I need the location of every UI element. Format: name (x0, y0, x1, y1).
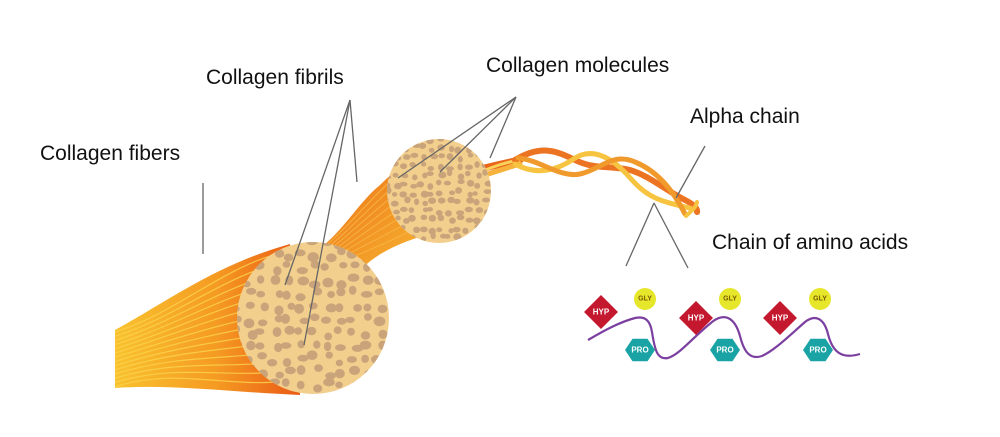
leader-lines (202, 96, 706, 346)
label-chain-of-amino-acids: Chain of amino acids (712, 231, 909, 254)
hyp-label: HYP (593, 308, 610, 317)
leader-fibrils-3 (349, 99, 358, 183)
label-collagen-fibers: Collagen fibers (40, 142, 181, 165)
leader-molecules-1 (397, 96, 517, 179)
amino-backbone (587, 316, 861, 360)
pro-label: PRO (716, 346, 733, 355)
leader-fibrils-1 (284, 99, 351, 286)
label-collagen-molecules: Collagen molecules (486, 54, 670, 77)
gly-circle (634, 288, 656, 310)
hyp-diamond (679, 301, 713, 335)
label-alpha-chain: Alpha chain (690, 105, 800, 128)
gly-label: GLY (638, 296, 652, 303)
amino-acid-triplet: HYP GLY PRO (763, 288, 833, 362)
amino-acid-triplet: HYP GLY PRO (584, 288, 656, 362)
leader-alpha (675, 145, 706, 199)
leader-amino-2 (653, 202, 689, 269)
hyp-diamond (584, 295, 618, 329)
gly-label: GLY (813, 296, 827, 303)
amino-acid-chain: HYP GLY PRO HYP GLY PRO HYP GLY PRO (584, 288, 861, 362)
alpha-chain-triple-helix (512, 147, 701, 218)
hyp-label: HYP (688, 314, 705, 323)
leader-molecules-2 (439, 96, 517, 173)
pro-label: PRO (631, 346, 648, 355)
pro-hexagon (625, 338, 655, 362)
gly-label: GLY (723, 296, 737, 303)
pro-label: PRO (809, 346, 826, 355)
hyp-label: HYP (772, 314, 789, 323)
leader-fibrils-2 (303, 99, 351, 346)
leader-amino-1 (625, 202, 655, 267)
pro-hexagon (803, 338, 833, 362)
gly-circle (719, 288, 741, 310)
pro-hexagon (710, 338, 740, 362)
gly-circle (809, 288, 831, 310)
hyp-diamond (763, 301, 797, 335)
label-collagen-fibrils: Collagen fibrils (206, 66, 344, 89)
leader-molecules-3 (489, 96, 517, 159)
amino-acid-triplet: HYP GLY PRO (679, 288, 741, 362)
